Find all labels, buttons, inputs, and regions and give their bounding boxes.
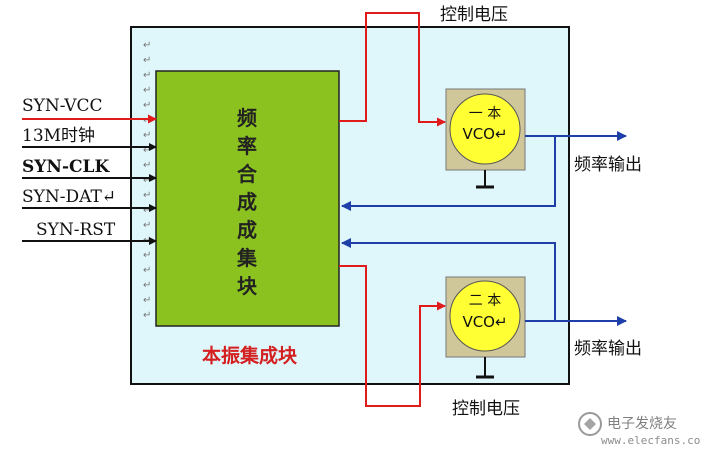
feedback-line-top [341,136,556,211]
synthesizer-char: 块 [237,274,258,298]
paragraph-mark: ↵ [143,145,151,156]
paragraph-mark: ↵ [143,295,151,306]
watermark-url: www.elecfans.com [601,434,701,447]
paragraph-mark: ↵ [143,205,151,216]
paragraph-mark: ↵ [143,160,151,171]
control-label-top: 控制电压 [440,5,508,25]
paragraph-mark: ↵ [143,190,151,201]
module-label: 本振集成块 [202,344,298,367]
paragraph-mark: ↵ [143,310,151,321]
paragraph-mark: ↵ [143,220,151,231]
paragraph-mark: ↵ [143,100,151,111]
paragraph-mark: ↵ [143,55,151,66]
control-line-top [339,12,446,127]
watermark: 电子发烧友 www.elecfans.com [578,412,701,447]
paragraph-mark: ↵ [143,130,151,141]
synthesizer-char: 成 [237,218,257,242]
output-label-bottom: 频率输出 [574,339,642,359]
synthesizer-char: 合 [237,162,258,186]
watermark-logo-icon [578,412,602,436]
watermark-logo-mark [584,418,596,430]
signal-label-clock: 13M时钟 [22,126,95,146]
paragraph-mark: ↵ [143,40,151,51]
watermark-text: 电子发烧友 [607,416,677,432]
signal-label-clk: SYN-CLK [22,157,110,177]
vco2-main-label: VCO↵ [462,313,507,331]
paragraph-mark: ↵ [143,85,151,96]
synthesizer-char: 成 [237,190,257,214]
vco2-top-label: 二 本 [469,293,501,309]
control-label-bottom: 控制电压 [452,399,520,419]
signal-label-vcc: SYN-VCC [22,96,103,116]
paragraph-mark: ↵ [143,115,151,126]
paragraph-mark: ↵ [143,265,151,276]
vco1-core [449,93,521,165]
vco1-main-label: VCO↵ [462,125,507,143]
signal-label-rst: SYN-RST [36,220,116,240]
control-line-bottom [339,265,446,407]
synthesizer-char: 集 [236,246,258,270]
paragraph-mark: ↵ [143,70,151,81]
signal-label-dat: SYN-DAT↵ [22,187,116,207]
synthesizer-char: 率 [237,134,257,158]
paragraph-mark: ↵ [143,280,151,291]
synthesizer-char: 频 [237,106,257,130]
vco1-top-label: 一 本 [469,106,501,122]
feedback-line-bottom [341,238,556,321]
paragraph-mark: ↵ [143,175,151,186]
synthesizer-block [155,70,340,327]
output-label-top: 频率输出 [574,155,642,175]
vco2-core [449,280,521,352]
paragraph-mark: ↵ [143,250,151,261]
